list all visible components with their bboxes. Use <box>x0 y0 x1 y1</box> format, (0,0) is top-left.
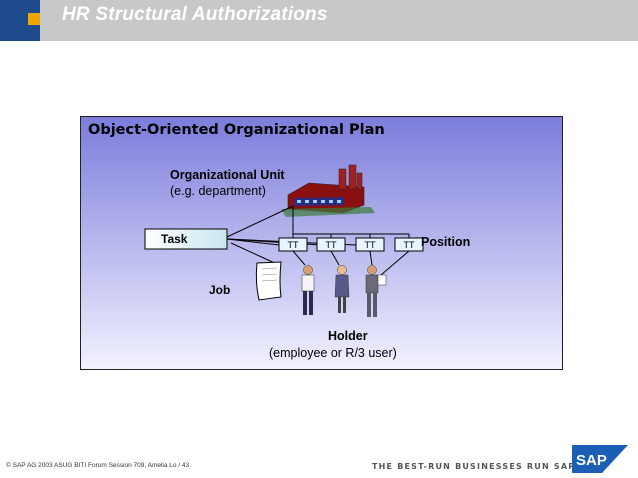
header-bar <box>0 0 638 41</box>
position-box: TT <box>316 237 346 252</box>
position-label: Position <box>421 235 470 249</box>
org-plan-svg: Object-Oriented Organizational Plan Orga… <box>81 117 562 369</box>
copyright-symbol: © <box>6 462 11 469</box>
sap-logo-text: SAP <box>576 452 607 469</box>
svg-text:TT: TT <box>404 240 415 250</box>
diagram-title: Object-Oriented Organizational Plan <box>88 122 385 138</box>
person-icon <box>365 265 387 317</box>
position-box: TT <box>355 237 385 252</box>
svg-text:TT: TT <box>288 240 299 250</box>
holder-label: Holder <box>328 329 368 343</box>
header-accent-square <box>28 13 40 25</box>
org-unit-label: Organizational Unit <box>170 168 285 182</box>
job-label: Job <box>209 283 230 297</box>
position-box: TT <box>394 237 424 252</box>
person-icon <box>301 265 315 315</box>
factory-icon <box>281 164 375 217</box>
job-document-icon <box>255 261 282 301</box>
person-icon <box>334 265 350 313</box>
holder-example: (employee or R/3 user) <box>269 346 397 360</box>
page-title: HR Structural Authorizations <box>62 4 328 25</box>
svg-text:TT: TT <box>365 240 376 250</box>
org-unit-example: (e.g. department) <box>170 184 266 198</box>
sap-logo-icon: SAP <box>572 445 628 473</box>
task-box: Task <box>144 228 228 250</box>
svg-text:TT: TT <box>326 240 337 250</box>
task-label: Task <box>161 232 188 246</box>
position-box: TT <box>278 237 308 252</box>
copyright-text: SAP AG 2003 ASUG BITI Forum Session 709,… <box>12 462 190 469</box>
footer-tagline: THE BEST-RUN BUSINESSES RUN SAP <box>372 462 576 471</box>
footer-copyright: © SAP AG 2003 ASUG BITI Forum Session 70… <box>6 462 189 469</box>
org-plan-diagram: Object-Oriented Organizational Plan Orga… <box>80 116 563 370</box>
position-boxes: TT TT TT TT <box>278 237 424 252</box>
